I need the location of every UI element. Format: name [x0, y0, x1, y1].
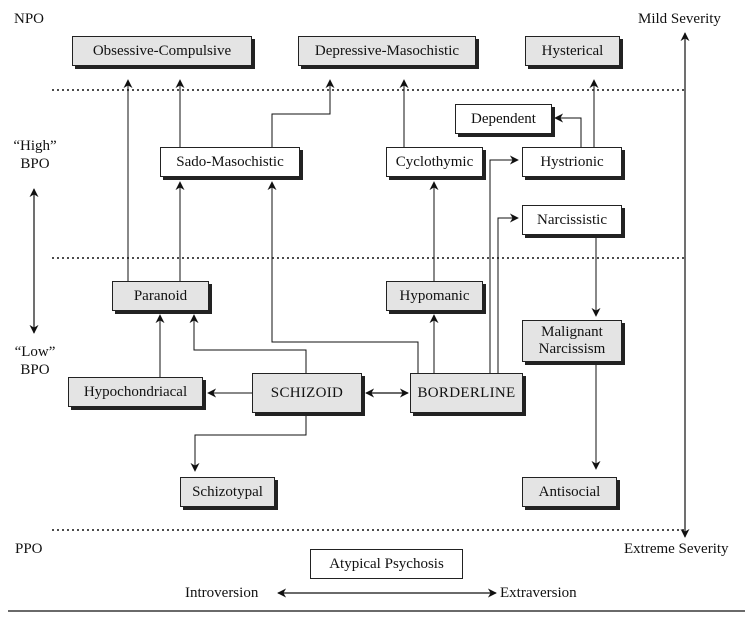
depressive-masochistic-box: Depressive-Masochistic: [298, 36, 476, 66]
antisocial-box: Antisocial: [522, 477, 617, 507]
malignant-narcissism-text: Malignant Narcissism: [538, 324, 606, 357]
hystrionic-box: Hystrionic: [522, 147, 622, 177]
npo-label: NPO: [14, 11, 45, 27]
low-bpo-text: “Low” BPO: [14, 344, 56, 378]
extreme-severity-label: Extreme Severity: [624, 541, 729, 557]
sado-to-depressive-arrow: [271, 79, 335, 149]
cyclothymic-box: Cyclothymic: [386, 147, 483, 177]
schizotypal-box: Schizotypal: [180, 477, 275, 507]
ppo-label: PPO: [15, 541, 43, 557]
mild-severity-label: Mild Severity: [638, 11, 721, 27]
malignant-narcissism-box: Malignant Narcissism: [522, 320, 622, 362]
hypomanic-box: Hypomanic: [386, 281, 483, 311]
introversion-label: Introversion: [185, 585, 259, 601]
dependent-box: Dependent: [455, 104, 552, 134]
schizoid-to-paranoid-arrow: [189, 314, 307, 373]
borderline-to-hystrionic-arrow: [489, 155, 519, 373]
extraversion-label: Extraversion: [500, 585, 577, 601]
sado-masochistic-box: Sado-Masochistic: [160, 147, 300, 177]
high-bpo-label: “High” BPO: [4, 137, 66, 173]
borderline-to-narcissistic-arrow: [497, 213, 519, 373]
atypical-psychosis-box: Atypical Psychosis: [310, 549, 463, 579]
narcissistic-box: Narcissistic: [522, 205, 622, 235]
obsessive-compulsive-box: Obsessive-Compulsive: [72, 36, 252, 66]
hysterical-box: Hysterical: [525, 36, 620, 66]
schizoid-box: SCHIZOID: [252, 373, 362, 413]
low-bpo-label: “Low” BPO: [4, 343, 66, 379]
hystrionic-to-dependent-arrow: [554, 113, 582, 148]
high-bpo-text: “High” BPO: [13, 138, 57, 172]
paranoid-box: Paranoid: [112, 281, 209, 311]
schizoid-to-schizotypal-arrow: [190, 413, 307, 472]
borderline-to-sado-arrow: [267, 181, 419, 373]
hypochondriacal-box: Hypochondriacal: [68, 377, 203, 407]
borderline-box: BORDERLINE: [410, 373, 523, 413]
